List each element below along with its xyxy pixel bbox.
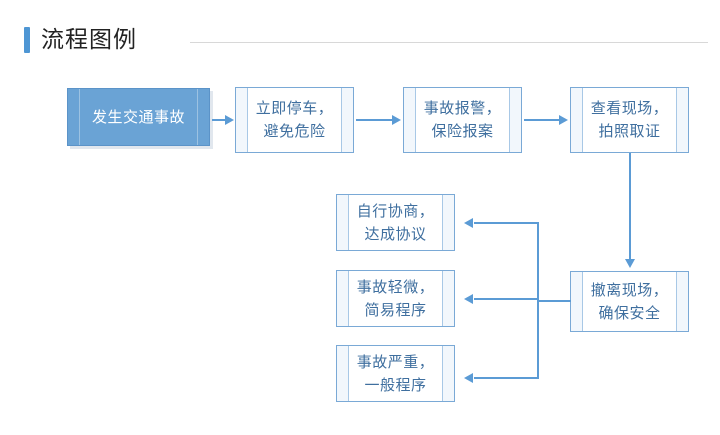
node-label: 发生交通事故 bbox=[91, 107, 185, 126]
edge-stop-to-report bbox=[356, 119, 393, 121]
node-inner-rule-left bbox=[415, 88, 416, 152]
title-divider bbox=[190, 42, 708, 43]
node-inner-rule-right bbox=[442, 346, 443, 401]
arrowhead-start-to-stop-icon bbox=[225, 115, 234, 125]
node-label: 事故轻微， 简易程序 bbox=[356, 277, 435, 319]
node-severe[interactable]: 事故严重， 一般程序 bbox=[336, 345, 455, 402]
node-label: 事故严重， 一般程序 bbox=[356, 352, 435, 394]
node-label: 自行协商， 达成协议 bbox=[356, 201, 435, 243]
node-label: 撤离现场， 确保安全 bbox=[590, 280, 669, 322]
node-inner-rule-right bbox=[442, 271, 443, 326]
node-inner-rule-left bbox=[348, 271, 349, 326]
node-start[interactable]: 发生交通事故 bbox=[67, 88, 210, 146]
arrowhead-report-to-inspect-icon bbox=[559, 115, 568, 125]
node-inspect[interactable]: 查看现场， 拍照取证 bbox=[570, 87, 689, 153]
node-inner-rule-right bbox=[442, 195, 443, 250]
edge-start-to-stop bbox=[212, 119, 227, 121]
node-inner-rule-right bbox=[676, 88, 677, 152]
node-inner-rule-right bbox=[509, 88, 510, 152]
edge-report-to-inspect bbox=[524, 119, 560, 121]
node-inner-rule-left bbox=[79, 89, 80, 145]
edge-inspect-to-evacuate bbox=[629, 153, 631, 261]
node-inner-rule-right bbox=[197, 89, 198, 145]
node-inner-rule-right bbox=[676, 272, 677, 331]
node-label: 事故报警， 保险报案 bbox=[423, 99, 502, 140]
node-evacuate[interactable]: 撤离现场， 确保安全 bbox=[570, 271, 689, 332]
edge-evacuate-to-trunk bbox=[537, 300, 571, 302]
node-inner-rule-left bbox=[348, 195, 349, 250]
node-inner-rule-left bbox=[247, 88, 248, 152]
arrowhead-trunk-to-severe-icon bbox=[464, 373, 473, 383]
arrowhead-inspect-to-evacuate-icon bbox=[625, 259, 635, 268]
page-header: 流程图例 bbox=[24, 24, 708, 58]
node-inner-rule-right bbox=[341, 88, 342, 152]
edge-trunk-to-negotiate bbox=[474, 222, 538, 224]
node-inner-rule-left bbox=[348, 346, 349, 401]
arrowhead-trunk-to-minor-icon bbox=[464, 294, 473, 304]
edge-trunk-to-severe bbox=[474, 377, 538, 379]
title-accent-bar bbox=[24, 27, 30, 53]
edge-trunk-to-minor bbox=[474, 298, 538, 300]
node-inner-rule-left bbox=[582, 272, 583, 331]
arrowhead-stop-to-report-icon bbox=[392, 115, 401, 125]
node-inner-rule-left bbox=[582, 88, 583, 152]
node-report[interactable]: 事故报警， 保险报案 bbox=[403, 87, 522, 153]
node-label: 查看现场， 拍照取证 bbox=[590, 99, 669, 140]
arrowhead-trunk-to-negotiate-icon bbox=[464, 218, 473, 228]
node-stop[interactable]: 立即停车， 避免危险 bbox=[235, 87, 354, 153]
node-minor[interactable]: 事故轻微， 简易程序 bbox=[336, 270, 455, 327]
node-label: 立即停车， 避免危险 bbox=[255, 99, 334, 140]
branch-trunk bbox=[537, 222, 539, 379]
node-negotiate[interactable]: 自行协商， 达成协议 bbox=[336, 194, 455, 251]
page-title: 流程图例 bbox=[41, 27, 137, 53]
